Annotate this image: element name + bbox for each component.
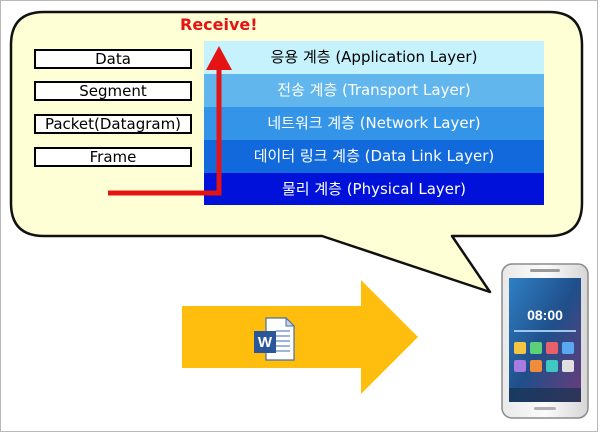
layer-data-link: 데이터 링크 계층 (Data Link Layer)	[204, 140, 544, 173]
data-unit-segment: Segment	[34, 81, 192, 101]
phone-clock: 08:00	[527, 307, 563, 323]
smartphone-icon: 08:00	[501, 263, 589, 419]
data-unit-packet: Packet(Datagram)	[34, 114, 192, 134]
data-unit-frame: Frame	[34, 147, 192, 167]
layer-transport: 전송 계층 (Transport Layer)	[204, 74, 544, 107]
layer-application: 응용 계층 (Application Layer)	[204, 41, 544, 74]
layer-network: 네트워크 계층 (Network Layer)	[204, 107, 544, 140]
svg-text:W: W	[258, 334, 273, 351]
data-unit-data: Data	[34, 49, 192, 69]
receive-label: Receive!	[180, 15, 258, 34]
layer-physical: 물리 계층 (Physical Layer)	[204, 173, 544, 205]
receive-arrow	[108, 46, 232, 196]
flow-arrow	[182, 280, 418, 394]
word-document-icon: W	[254, 316, 296, 361]
